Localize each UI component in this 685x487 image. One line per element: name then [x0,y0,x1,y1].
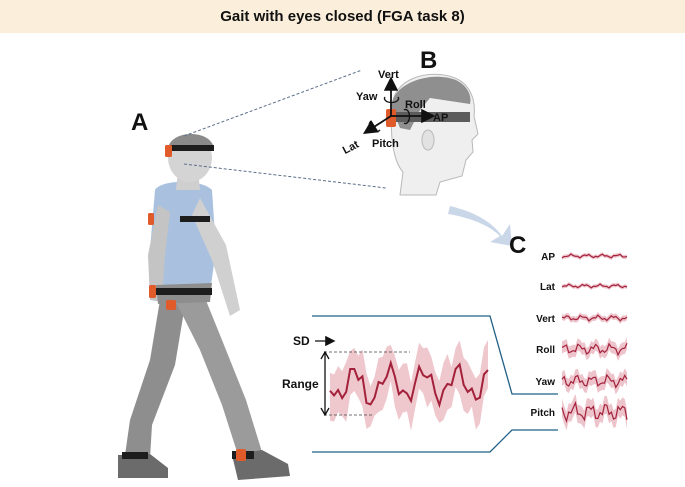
range-label: Range [282,377,319,391]
ap-label: AP [433,112,448,124]
head-detail-figure [386,73,479,196]
chest-strap [180,216,210,222]
head-sensor-icon [165,145,172,157]
transition-arrow-icon [448,206,512,246]
signal-trace-vert [561,314,628,322]
waist-strap [154,288,212,295]
zoomed-trace-group [329,340,489,431]
zoomed-variability-band [330,340,488,431]
zoom-line-top [183,69,363,137]
zoomed-mean-trace [329,359,489,409]
lat-label: Lat [341,138,361,156]
headband-strap [166,145,214,151]
header-bar: Gait with eyes closed (FGA task 8) [0,0,685,33]
ankle-sensor-icon [236,449,246,461]
panel-label-a: A [131,109,149,136]
zoom-annotations: SD Range [282,334,410,417]
signal-trace-yaw [561,373,628,389]
yaw-label: Yaw [356,91,378,103]
signal-label-yaw: Yaw [536,377,556,388]
signal-label-vert: Vert [536,314,556,325]
figure-title: Gait with eyes closed (FGA task 8) [220,8,465,25]
head-imu-sensor-icon [386,109,396,127]
left-shoe [118,454,168,478]
panel-label-b: B [420,47,438,74]
signal-trace-roll [561,342,628,357]
connector-line-top [312,315,558,395]
yaw-rotation-icon [383,96,400,104]
head-band [392,112,470,122]
signal-trace-ap [561,253,628,259]
signal-label-ap: AP [541,252,555,263]
waist-sensor-icon [149,285,156,298]
pitch-rotation-icon [368,120,381,133]
connector-line-bottom [312,429,558,453]
signal-band-yaw [562,367,627,395]
signal-label-pitch: Pitch [531,408,555,419]
vert-label: Vert [378,69,399,81]
left-ankle-strap [122,452,148,459]
signal-label-roll: Roll [536,345,555,356]
sd-label: SD [293,334,310,348]
head-axes: Vert Yaw Roll AP Lat Pitch [341,69,448,157]
signal-label-lat: Lat [540,282,556,293]
panel-label-c: C [509,232,527,259]
walking-person-figure [118,133,290,480]
zoom-line-bottom [183,163,387,189]
signal-trace-lat [561,283,628,289]
signal-band-ap [562,252,627,260]
chest-sensor-icon [148,213,154,225]
signal-trace-pitch [561,400,628,424]
pitch-label: Pitch [372,138,399,150]
signal-band-roll [562,337,627,361]
roll-label: Roll [405,99,426,111]
roll-rotation-icon [403,108,411,125]
wrist-sensor-icon [166,300,176,310]
